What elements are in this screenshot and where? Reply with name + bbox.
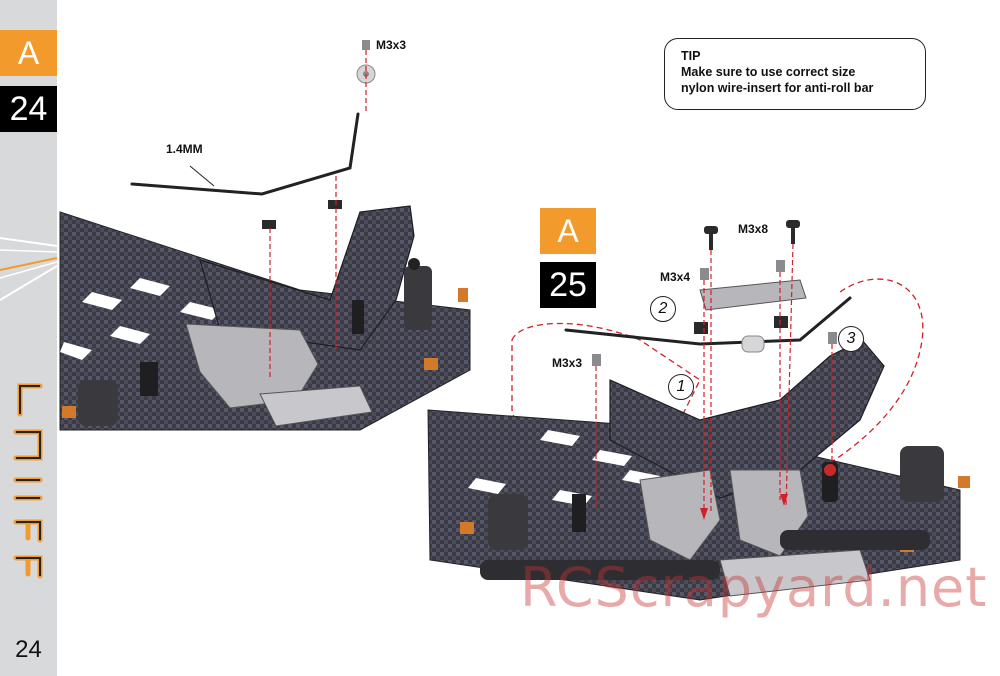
guide-lines-right [595, 243, 833, 520]
page-number: 24 [15, 636, 42, 663]
bulkhead-left [62, 258, 468, 427]
bulkhead-right [460, 446, 970, 597]
swift-logo-icon [13, 383, 43, 579]
tip-line-1: Make sure to use correct size [681, 65, 856, 79]
callout-3: 3 [838, 326, 864, 352]
step-letter-24: A [0, 30, 57, 76]
anti-roll-bar-left [130, 112, 360, 196]
watermark: RCScrapyard.net [520, 556, 988, 619]
step-number-25: 25 [540, 262, 596, 308]
screws-right [592, 220, 837, 366]
sidebar-stripes [0, 237, 57, 301]
tip-line-2: nylon wire-insert for anti-roll bar [681, 81, 874, 95]
guide-arrows [700, 494, 788, 520]
tip-box: TIP Make sure to use correct size nylon … [664, 38, 926, 110]
step-number-24: 24 [0, 86, 57, 132]
wire-insert-holder [741, 335, 765, 353]
step-letter-25: A [540, 208, 596, 254]
label-m3x3-right: M3x3 [552, 356, 583, 370]
highlight-outline-right [799, 278, 924, 481]
anti-roll-bar-mount [694, 279, 807, 334]
ball-end-mount-left [262, 200, 342, 229]
guide-lines-left [269, 50, 367, 378]
label-m3x8: M3x8 [738, 222, 769, 236]
callout-2: 2 [650, 296, 676, 322]
label-wire-size: 1.4MM [166, 142, 203, 156]
tip-title: TIP [681, 49, 701, 63]
callout-1: 1 [668, 374, 694, 400]
label-m3x3-top: M3x3 [376, 38, 407, 52]
label-m3x4: M3x4 [660, 270, 691, 284]
